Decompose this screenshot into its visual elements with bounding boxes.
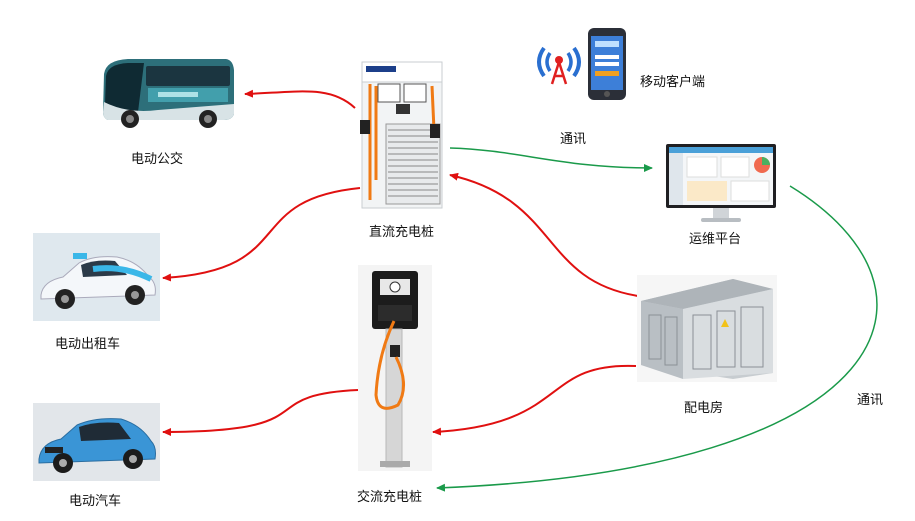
ac-charger-image xyxy=(358,265,432,471)
taxi-image xyxy=(33,233,160,321)
substation-label: 配电房 xyxy=(684,401,724,416)
comm-label-top: 通讯 xyxy=(560,132,587,147)
dc-charger-label: 直流充电桩 xyxy=(369,225,435,240)
dc-charger-image xyxy=(356,60,448,210)
comm-label-right: 通讯 xyxy=(857,393,884,408)
arrow-dc-to-platform xyxy=(449,147,653,172)
bus-label: 电动公交 xyxy=(131,152,184,167)
substation-image xyxy=(637,275,777,382)
arrow-platform-ac-comm xyxy=(436,185,878,492)
arrow-sub-to-dc xyxy=(449,172,639,297)
car-image xyxy=(33,403,160,481)
bus-image xyxy=(98,52,236,132)
platform-monitor-image xyxy=(665,143,777,227)
smartphone-icon xyxy=(587,27,627,101)
signal-tower-icon xyxy=(536,42,582,86)
ac-charger-label: 交流充电桩 xyxy=(357,490,423,505)
mobile-label: 移动客户端 xyxy=(640,75,706,90)
platform-label: 运维平台 xyxy=(689,232,742,247)
car-label: 电动汽车 xyxy=(69,494,122,509)
arrow-dc-to-taxi xyxy=(162,187,361,282)
taxi-label: 电动出租车 xyxy=(55,337,121,352)
arrow-ac-to-car xyxy=(162,389,359,436)
arrow-sub-to-ac xyxy=(432,364,637,436)
arrow-dc-to-bus xyxy=(244,89,356,109)
